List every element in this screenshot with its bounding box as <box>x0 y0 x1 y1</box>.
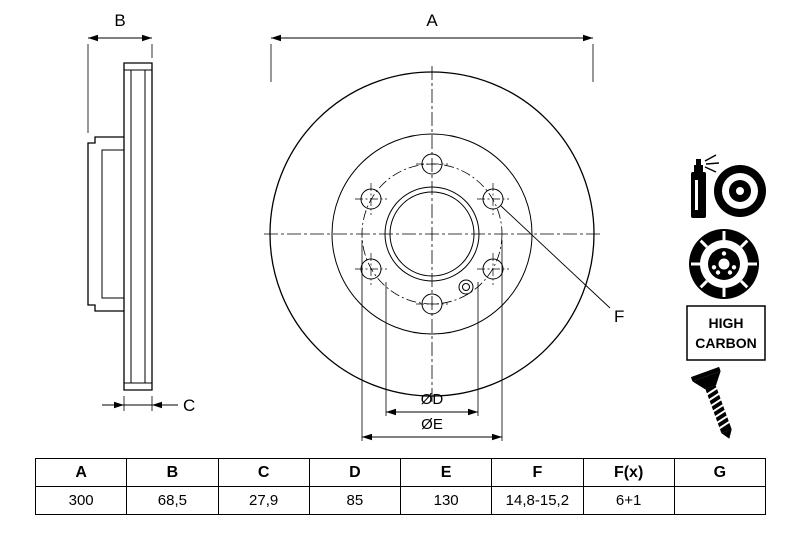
dimension-d: ØD <box>385 282 479 416</box>
table-value-row: 300 68,5 27,9 85 130 14,8-15,2 6+1 <box>34 486 767 515</box>
col-header-fx: F(x) <box>582 458 675 487</box>
col-header-e: E <box>399 458 493 487</box>
dimension-b: B <box>87 11 153 133</box>
value-b: 68,5 <box>126 486 219 515</box>
bolt-hole <box>416 153 448 175</box>
high-carbon-line1: HIGH <box>709 315 744 331</box>
dimension-f: F <box>500 205 624 326</box>
section-ring-outline <box>123 62 153 391</box>
hat-edge-circle <box>331 133 533 335</box>
bolt-hole <box>355 253 387 285</box>
dim-b-label: B <box>114 11 125 30</box>
dimension-c: C <box>102 396 195 415</box>
bolt-hole <box>477 253 509 285</box>
bolt-hole <box>416 293 448 315</box>
value-a: 300 <box>34 486 128 515</box>
section-vent-lines <box>130 70 146 383</box>
pin-hole <box>458 279 474 295</box>
dimension-a: A <box>270 11 594 82</box>
high-carbon-badge: HIGH CARBON <box>686 305 766 361</box>
bolt-hole <box>477 183 509 215</box>
value-d: 85 <box>308 486 402 515</box>
value-fx: 6+1 <box>582 486 675 515</box>
brake-disc-drawing: B C <box>87 11 766 441</box>
spray-coating-icon <box>691 154 766 218</box>
col-header-f: F <box>491 458 584 487</box>
col-header-d: D <box>308 458 402 487</box>
col-header-c: C <box>217 458 310 487</box>
dim-d-label: ØD <box>421 391 444 408</box>
table-header-row: A B C D E F F(x) G <box>34 458 767 487</box>
dim-c-label: C <box>183 396 195 415</box>
section-hat-outline <box>87 136 124 312</box>
brake-disc-icon <box>689 229 759 299</box>
col-header-a: A <box>34 458 128 487</box>
front-view <box>264 66 600 402</box>
countersunk-screw-icon <box>690 366 732 439</box>
section-view <box>87 62 153 391</box>
value-e: 130 <box>399 486 493 515</box>
dim-a-label: A <box>426 11 438 30</box>
dim-e-label: ØE <box>421 416 443 433</box>
value-g <box>673 486 767 515</box>
dimension-e: ØE <box>361 240 503 441</box>
value-c: 27,9 <box>217 486 310 515</box>
high-carbon-line2: CARBON <box>695 335 756 351</box>
value-f: 14,8-15,2 <box>491 486 584 515</box>
section-chamfer-lines <box>124 69 152 384</box>
dim-f-label: F <box>614 307 624 326</box>
dimensions-table: A B C D E F F(x) G 300 68,5 27,9 85 130 … <box>34 458 767 515</box>
col-header-b: B <box>126 458 219 487</box>
bolt-holes <box>355 153 509 315</box>
col-header-g: G <box>673 458 767 487</box>
section-hat-inner <box>101 149 124 299</box>
bolt-hole <box>355 183 387 215</box>
